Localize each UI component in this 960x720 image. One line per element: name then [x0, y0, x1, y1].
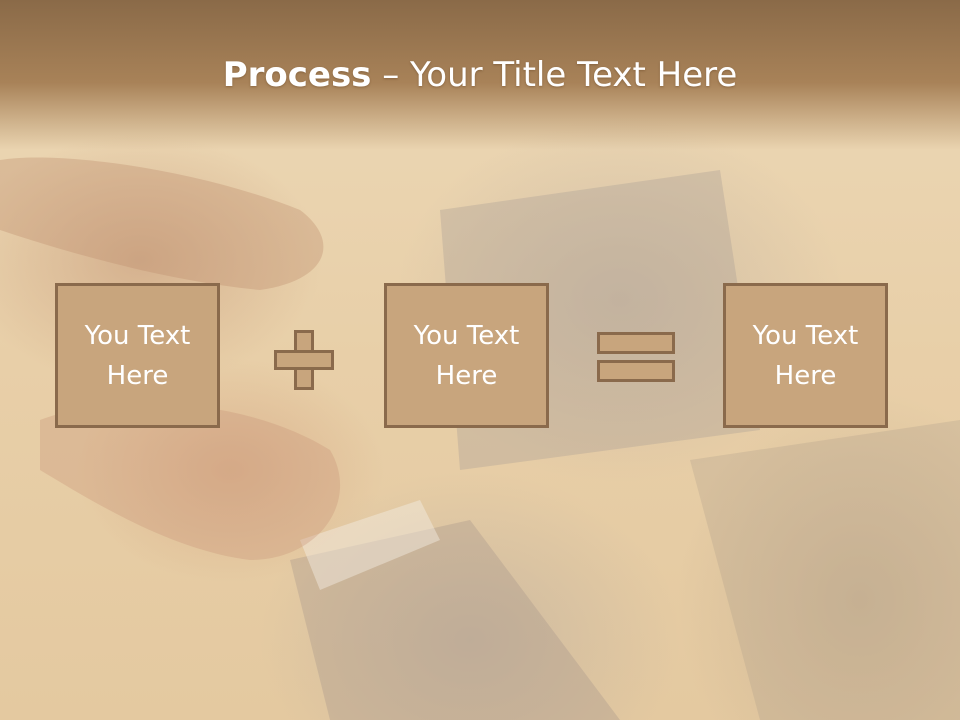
- text-box-1-label: You Text Here: [84, 320, 191, 391]
- text-box-3-label: You Text Here: [752, 320, 859, 391]
- text-box-2[interactable]: You Text Here: [384, 283, 549, 428]
- text-box-1[interactable]: You Text Here: [55, 283, 220, 428]
- title-bar: [0, 0, 960, 150]
- text-box-3[interactable]: You Text Here: [723, 283, 888, 428]
- title-rest: – Your Title Text Here: [371, 55, 738, 95]
- plus-icon: [274, 330, 334, 390]
- title-bold: Process: [222, 55, 372, 95]
- slide-title: Process – Your Title Text Here: [0, 52, 960, 98]
- text-box-2-label: You Text Here: [413, 320, 520, 391]
